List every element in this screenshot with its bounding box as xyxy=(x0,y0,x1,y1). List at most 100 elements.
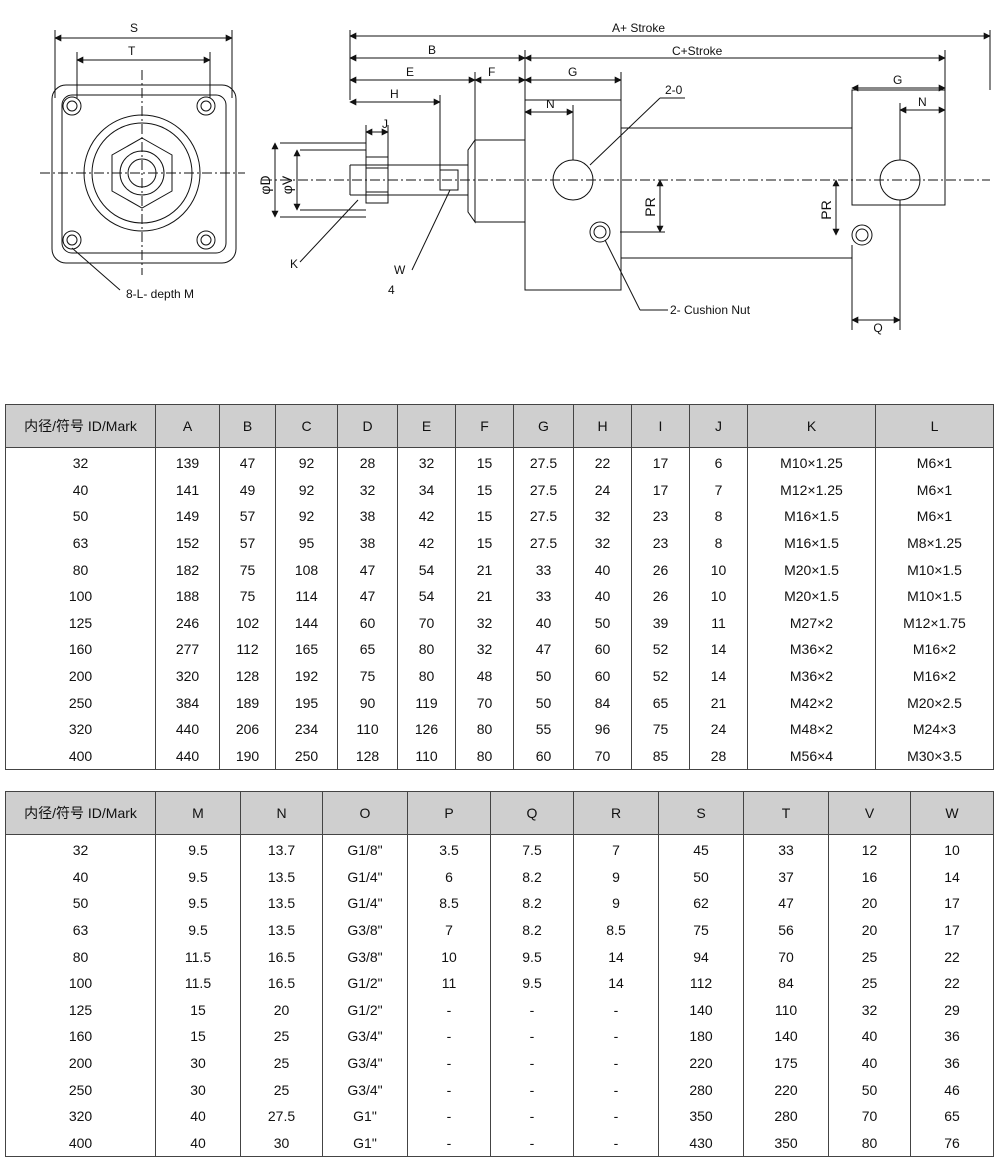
label-cushion-nut: 2- Cushion Nut xyxy=(670,303,751,317)
table-cell: 27.5 xyxy=(513,476,574,504)
table-cell: 11.5 xyxy=(155,969,241,997)
table-cell: 3.5 xyxy=(407,834,491,864)
table-cell: 24 xyxy=(573,476,632,504)
table-cell: M10×1.5 xyxy=(875,556,994,583)
table-cell: G1/2" xyxy=(322,969,408,997)
table1-header-1: A xyxy=(155,404,220,448)
table1-header-0: 内径/符号 ID/Mark xyxy=(5,404,156,448)
table-cell: 70 xyxy=(397,609,456,637)
table-cell: 32 xyxy=(337,476,398,504)
table-cell: 15 xyxy=(155,996,241,1024)
table-cell: - xyxy=(407,1076,491,1103)
table-cell: 40 xyxy=(155,1102,241,1130)
table-cell: 14 xyxy=(910,863,994,891)
table-cell: M48×2 xyxy=(747,715,876,743)
label-2-o: 2-0 xyxy=(665,83,683,97)
table-cell: 250 xyxy=(275,742,338,771)
table-cell: 32 xyxy=(397,447,456,477)
table-cell: G3/4" xyxy=(322,1049,408,1077)
table-cell: 350 xyxy=(658,1102,744,1130)
table-cell: 189 xyxy=(219,689,276,716)
table-cell: 75 xyxy=(219,582,276,610)
table-cell: M36×2 xyxy=(747,636,876,663)
table-cell: 7 xyxy=(407,916,491,944)
table-cell: 440 xyxy=(155,742,220,771)
table-cell: 440 xyxy=(155,715,220,743)
table-cell: 17 xyxy=(910,890,994,917)
table-cell: 46 xyxy=(910,1076,994,1103)
table-cell: 8 xyxy=(689,503,748,530)
table-cell: 36 xyxy=(910,1023,994,1050)
table-cell: 32 xyxy=(455,609,514,637)
table-cell: 25 xyxy=(240,1076,323,1103)
table-cell: 100 xyxy=(5,969,156,997)
label-n: N xyxy=(546,97,555,111)
table-cell: 70 xyxy=(743,943,829,970)
table-cell: 76 xyxy=(910,1129,994,1158)
table-cell: 12 xyxy=(828,834,911,864)
table-cell: 32 xyxy=(5,834,156,864)
table-cell: 13.7 xyxy=(240,834,323,864)
technical-drawing: S T 8-L- depth M A+ Stroke B C+Stroke E … xyxy=(0,0,999,392)
label-c-stroke: C+Stroke xyxy=(672,44,723,58)
table-cell: 65 xyxy=(337,636,398,663)
label-t: T xyxy=(128,44,136,58)
table-cell: 180 xyxy=(658,1023,744,1050)
table2-header-9: V xyxy=(828,791,911,835)
table-cell: 47 xyxy=(337,556,398,583)
table-cell: G1/4" xyxy=(322,890,408,917)
table-cell: 26 xyxy=(631,556,690,583)
table-cell: 52 xyxy=(631,636,690,663)
table1-header-2: B xyxy=(219,404,276,448)
table-cell: 29 xyxy=(910,996,994,1024)
table-cell: 54 xyxy=(397,582,456,610)
table-cell: 7 xyxy=(689,476,748,504)
table-cell: 8.5 xyxy=(407,890,491,917)
table-cell: M36×2 xyxy=(747,662,876,690)
table-cell: 102 xyxy=(219,609,276,637)
label-f: F xyxy=(488,65,495,79)
table-cell: 17 xyxy=(631,476,690,504)
table-cell: - xyxy=(573,1102,659,1130)
table-cell: 84 xyxy=(573,689,632,716)
table-cell: 60 xyxy=(337,609,398,637)
table-cell: 70 xyxy=(573,742,632,771)
table-cell: 24 xyxy=(689,715,748,743)
table-cell: 50 xyxy=(573,609,632,637)
table1-header-11: K xyxy=(747,404,876,448)
table-cell: 95 xyxy=(275,529,338,557)
table-cell: 195 xyxy=(275,689,338,716)
table2-header-8: T xyxy=(743,791,829,835)
table-cell: 119 xyxy=(397,689,456,716)
table-cell: 80 xyxy=(397,662,456,690)
table-cell: 7.5 xyxy=(490,834,574,864)
table-cell: 40 xyxy=(573,582,632,610)
table-cell: 22 xyxy=(573,447,632,477)
table-cell: 182 xyxy=(155,556,220,583)
table-cell: 47 xyxy=(743,890,829,917)
table-cell: 20 xyxy=(240,996,323,1024)
table-cell: M16×1.5 xyxy=(747,503,876,530)
table-cell: 220 xyxy=(743,1076,829,1103)
table-cell: 23 xyxy=(631,503,690,530)
label-phi-v: φV xyxy=(279,175,295,194)
table-cell: 10 xyxy=(910,834,994,864)
table-cell: G1/2" xyxy=(322,996,408,1024)
table-cell: 75 xyxy=(219,556,276,583)
table-cell: 75 xyxy=(631,715,690,743)
table-cell: 139 xyxy=(155,447,220,477)
table1-header-5: E xyxy=(397,404,456,448)
table-cell: 15 xyxy=(455,529,514,557)
table-cell: M12×1.25 xyxy=(747,476,876,504)
table-cell: 84 xyxy=(743,969,829,997)
table-cell: 16 xyxy=(828,863,911,891)
